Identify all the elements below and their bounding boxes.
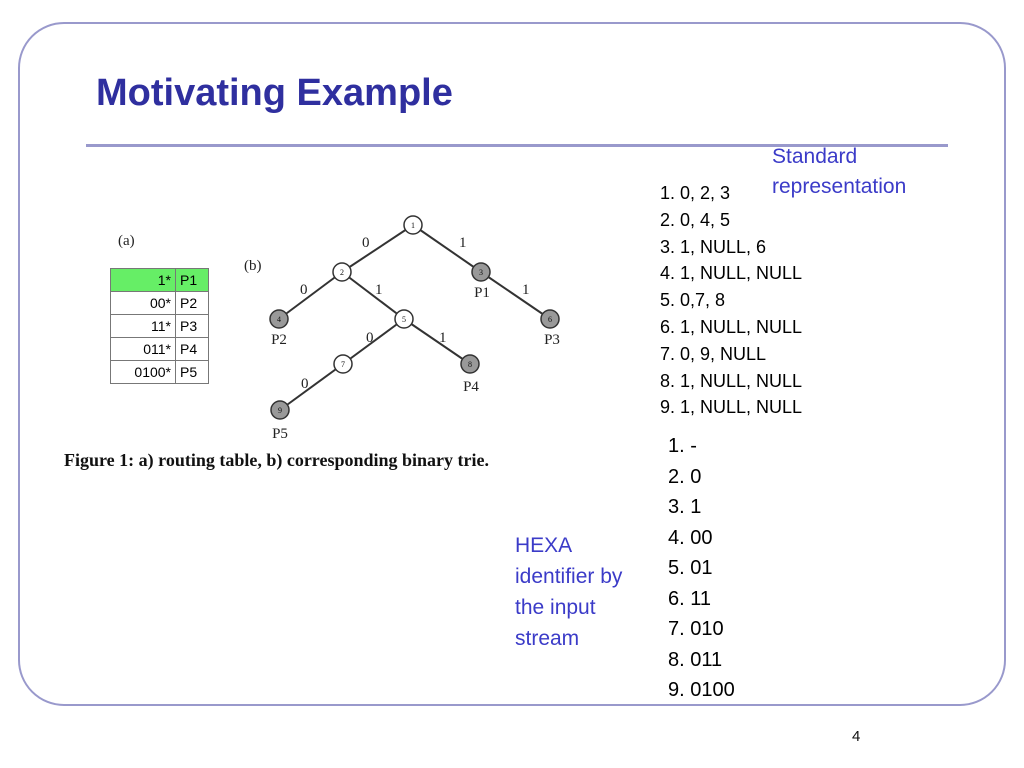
- list-item: 2. 0, 4, 5: [660, 209, 731, 230]
- trie-edge: [341, 271, 405, 320]
- node-id: 4: [277, 315, 281, 324]
- port-cell: P4: [175, 337, 209, 361]
- port-labels: P1 P2 P3 P4 P5: [271, 285, 560, 442]
- trie-node: [403, 215, 423, 235]
- trie-node: [471, 262, 491, 282]
- edge-label: 1: [522, 282, 530, 298]
- list-item: 5. 0,7, 8: [660, 290, 726, 311]
- trie-edge: [403, 318, 471, 365]
- hexa-label-line: the input: [515, 596, 596, 619]
- trie-node: [394, 309, 414, 329]
- node-id: 5: [402, 315, 406, 324]
- prefix-cell: 0100*: [110, 360, 176, 384]
- list-item: 9. 0100: [668, 679, 735, 701]
- trie-edges: [278, 224, 551, 411]
- trie-edge: [279, 363, 344, 411]
- prefix-cell: 011*: [110, 337, 176, 361]
- table-row: 11* P3: [110, 314, 209, 338]
- port-cell: P3: [175, 314, 209, 338]
- trie-nodes: [269, 215, 560, 420]
- title-rule: [86, 144, 948, 147]
- port-label: P3: [544, 332, 560, 348]
- node-id: 3: [479, 268, 483, 277]
- list-item: 8. 011: [668, 648, 723, 671]
- edge-label: 0: [362, 235, 370, 251]
- trie-node: [540, 309, 560, 329]
- trie-node: [270, 400, 290, 420]
- hexa-label: HEXA identifier by the input stream: [515, 530, 622, 654]
- node-id: 1: [411, 221, 415, 230]
- table-row: 011* P4: [110, 337, 209, 361]
- trie-node: [332, 262, 352, 282]
- list-item: 1. -: [668, 435, 697, 457]
- list-item: 6. 11: [668, 587, 711, 610]
- prefix-cell: 00*: [110, 291, 176, 315]
- standard-label-line: Standard: [772, 145, 858, 168]
- edge-label: 0: [366, 330, 374, 346]
- list-item: 6. 1, NULL, NULL: [660, 316, 803, 337]
- standard-list: 1. 0, 2, 3 2. 0, 4, 5 3. 1, NULL, 6 4. 1…: [660, 180, 802, 421]
- list-item: 3. 1: [668, 496, 702, 518]
- edge-label: 1: [375, 282, 383, 298]
- hexa-list: 1. - 2. 0 3. 1 4. 00 5. 01 6. 11 7. 010 …: [668, 431, 735, 706]
- node-id: 6: [548, 315, 552, 324]
- trie-edge: [342, 318, 405, 365]
- list-item: 7. 0, 9, NULL: [660, 343, 767, 364]
- edge-labels: 0 1 0 1 1 0 1 0: [300, 235, 530, 392]
- hexa-label-line: identifier by: [515, 565, 623, 588]
- list-item: 2. 0: [668, 465, 702, 488]
- binary-trie: 0 1 0 1 1 0 1 0 1 2 3 4 5 6 7 8 9 P1 P2 …: [269, 215, 560, 442]
- list-item: 7. 010: [668, 618, 724, 640]
- trie-node: [269, 309, 289, 329]
- standard-label-line: representation: [772, 175, 907, 198]
- port-label: P5: [272, 426, 288, 442]
- hexa-label-line: stream: [515, 627, 580, 650]
- figure-label-b: (b): [244, 258, 262, 274]
- routing-table: 1* P1 00* P2 11* P3 011* P4 0100* P5: [110, 268, 209, 384]
- trie-node: [333, 354, 353, 374]
- node-id: 2: [340, 268, 344, 277]
- trie-node: [460, 354, 480, 374]
- list-item: 5. 01: [668, 557, 713, 579]
- edge-label: 1: [439, 330, 447, 346]
- hexa-label-line: HEXA: [515, 534, 573, 557]
- figure-caption: Figure 1: a) routing table, b) correspon…: [64, 450, 489, 470]
- table-row: 0100* P5: [110, 360, 209, 384]
- port-cell: P2: [175, 291, 209, 315]
- port-cell: P5: [175, 360, 209, 384]
- list-item: 9. 1, NULL, NULL: [660, 397, 803, 418]
- edge-label: 1: [459, 235, 467, 251]
- list-item: 4. 1, NULL, NULL: [660, 263, 803, 284]
- list-item: 3. 1, NULL, 6: [660, 236, 767, 257]
- port-label: P4: [463, 379, 479, 395]
- page-number: 4: [852, 728, 861, 745]
- port-label: P1: [474, 285, 490, 301]
- standard-label: Standard representation: [772, 142, 906, 202]
- slide-frame: [18, 22, 1006, 706]
- prefix-cell: 11*: [110, 314, 176, 338]
- list-item: 4. 00: [668, 526, 713, 549]
- node-ids: 1 2 3 4 5 6 7 8 9: [277, 221, 552, 415]
- table-row: 1* P1: [110, 268, 209, 292]
- trie-edge: [480, 271, 551, 320]
- edge-label: 0: [301, 376, 309, 392]
- edge-label: 0: [300, 282, 308, 298]
- prefix-cell: 1*: [110, 268, 176, 292]
- table-row: 00* P2: [110, 291, 209, 315]
- list-item: 8. 1, NULL, NULL: [660, 370, 803, 391]
- node-id: 8: [468, 360, 472, 369]
- list-item: 1. 0, 2, 3: [660, 183, 731, 203]
- trie-edge: [412, 224, 482, 273]
- trie-edge: [278, 271, 343, 320]
- node-id: 9: [278, 406, 282, 415]
- slide-title: Motivating Example: [96, 72, 453, 114]
- figure-label-a: (a): [118, 233, 135, 249]
- port-cell: P1: [175, 268, 209, 292]
- port-label: P2: [271, 332, 287, 348]
- node-id: 7: [341, 360, 345, 369]
- trie-edge: [341, 224, 414, 273]
